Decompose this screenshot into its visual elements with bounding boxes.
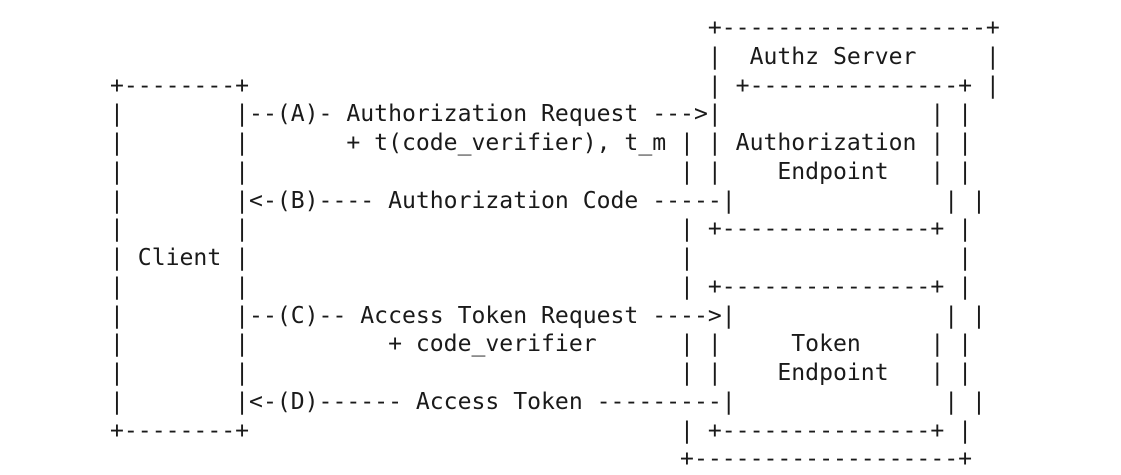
- step-b-authorization-code-line: | |<-(B)---- Authorization Code -----| |…: [110, 187, 986, 214]
- client-box-bottom-border: +--------+ | +---------------+ |: [110, 417, 973, 444]
- step-c-code-verifier-line: | | + code_verifier | | Token | |: [110, 331, 973, 358]
- server-box-top-border: +-------------------+: [110, 15, 1000, 41]
- token-endpoint-label-line: | | | | Endpoint | |: [110, 360, 973, 386]
- step-a-code-challenge-line: | | + t(code_verifier), t_m | | Authoriz…: [110, 130, 973, 156]
- client-label-line: | Client | | |: [110, 245, 973, 271]
- authz-server-label-line: | Authz Server |: [110, 43, 1000, 70]
- step-d-access-token-line: | |<-(D)------ Access Token ---------| |…: [110, 388, 986, 415]
- authorization-endpoint-bottom-border: | | | +---------------+ |: [110, 216, 973, 243]
- authorization-endpoint-label-line: | | | | Endpoint | |: [110, 158, 973, 185]
- step-a-authorization-request-line: | |--(A)- Authorization Request --->| | …: [110, 101, 973, 128]
- server-box-bottom-border: +-------------------+: [110, 446, 973, 473]
- step-c-access-token-request-line: | |--(C)-- Access Token Request ---->| |…: [110, 302, 986, 329]
- token-endpoint-top-border: | | | +---------------+ |: [110, 273, 973, 300]
- pkce-flow-ascii-diagram: +-------------------+ | Authz Server |+-…: [110, 14, 1000, 474]
- client-box-top-border: +--------+ | +---------------+ |: [110, 72, 1000, 99]
